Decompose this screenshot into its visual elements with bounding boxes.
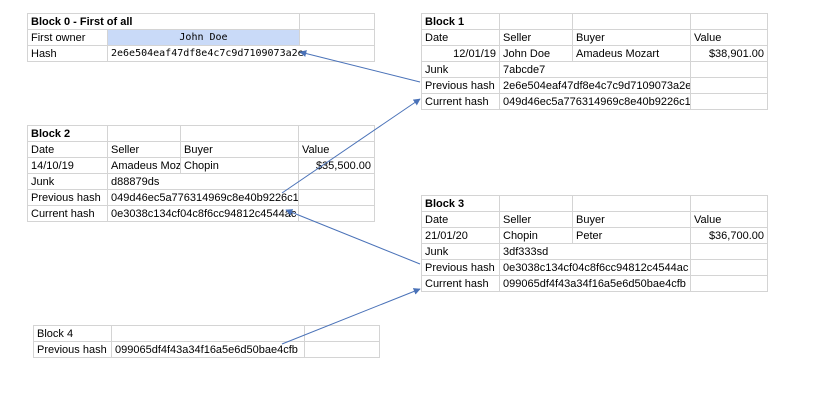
empty-cell[interactable] — [499, 13, 573, 30]
empty-cell[interactable] — [298, 173, 375, 190]
previous-hash-cell[interactable]: 2e6e504eaf47df8e4c7c9d7109073a2e — [499, 77, 691, 94]
current-hash-label[interactable]: Current hash — [421, 275, 500, 292]
empty-cell[interactable] — [690, 243, 768, 260]
empty-cell[interactable] — [304, 325, 380, 342]
previous-hash-label[interactable]: Previous hash — [421, 259, 500, 276]
junk-label[interactable]: Junk — [421, 61, 500, 78]
value-cell[interactable]: $35,500.00 — [298, 157, 375, 174]
empty-cell[interactable] — [111, 325, 305, 342]
header-buyer[interactable]: Buyer — [572, 29, 691, 46]
block-1-title[interactable]: Block 1 — [421, 13, 500, 30]
header-seller[interactable]: Seller — [499, 211, 573, 228]
buyer-cell[interactable]: Amadeus Mozart — [572, 45, 691, 62]
header-seller[interactable]: Seller — [499, 29, 573, 46]
empty-cell[interactable] — [690, 195, 768, 212]
block-2-title[interactable]: Block 2 — [27, 125, 108, 142]
empty-cell[interactable] — [180, 125, 299, 142]
date-cell[interactable]: 21/01/20 — [421, 227, 500, 244]
header-value[interactable]: Value — [690, 29, 768, 46]
junk-value-cell[interactable]: d88879ds — [107, 173, 299, 190]
empty-cell[interactable] — [690, 61, 768, 78]
junk-label[interactable]: Junk — [27, 173, 108, 190]
empty-cell[interactable] — [299, 13, 375, 30]
current-hash-label[interactable]: Current hash — [421, 93, 500, 110]
header-value[interactable]: Value — [298, 141, 375, 158]
junk-value-cell[interactable]: 7abcde7 — [499, 61, 691, 78]
empty-cell[interactable] — [298, 125, 375, 142]
previous-hash-cell[interactable]: 0e3038c134cf04c8f6cc94812c4544ac — [499, 259, 691, 276]
block-4-title[interactable]: Block 4 — [33, 325, 112, 342]
seller-cell[interactable]: Amadeus Mozart — [107, 157, 181, 174]
header-date[interactable]: Date — [421, 211, 500, 228]
current-hash-cell[interactable]: 0e3038c134cf04c8f6cc94812c4544ac — [107, 205, 299, 222]
hash-label[interactable]: Hash — [27, 45, 108, 62]
empty-cell[interactable] — [690, 259, 768, 276]
block-1-table: Block 1 Date Seller Buyer Value 12/01/19… — [421, 13, 768, 110]
empty-cell[interactable] — [572, 13, 691, 30]
seller-cell[interactable]: Chopin — [499, 227, 573, 244]
value-cell[interactable]: $36,700.00 — [690, 227, 768, 244]
date-cell[interactable]: 14/10/19 — [27, 157, 108, 174]
previous-hash-label[interactable]: Previous hash — [421, 77, 500, 94]
block-3-table: Block 3 Date Seller Buyer Value 21/01/20… — [421, 195, 768, 292]
block-3-title[interactable]: Block 3 — [421, 195, 500, 212]
current-hash-label[interactable]: Current hash — [27, 205, 108, 222]
header-value[interactable]: Value — [690, 211, 768, 228]
header-date[interactable]: Date — [27, 141, 108, 158]
current-hash-cell[interactable]: 049d46ec5a776314969c8e40b9226c10 — [499, 93, 691, 110]
empty-cell[interactable] — [107, 125, 181, 142]
empty-cell[interactable] — [298, 189, 375, 206]
junk-label[interactable]: Junk — [421, 243, 500, 260]
header-buyer[interactable]: Buyer — [572, 211, 691, 228]
block-0-title[interactable]: Block 0 - First of all — [27, 13, 300, 30]
buyer-cell[interactable]: Peter — [572, 227, 691, 244]
block-4-table: Block 4 Previous hash 099065df4f43a34f16… — [33, 325, 380, 358]
value-cell[interactable]: $38,901.00 — [690, 45, 768, 62]
empty-cell[interactable] — [690, 275, 768, 292]
first-owner-value-cell[interactable]: John Doe — [107, 29, 300, 46]
previous-hash-label[interactable]: Previous hash — [27, 189, 108, 206]
current-hash-cell[interactable]: 099065df4f43a34f16a5e6d50bae4cfb — [499, 275, 691, 292]
header-seller[interactable]: Seller — [107, 141, 181, 158]
hash-value-cell[interactable]: 2e6e504eaf47df8e4c7c9d7109073a2e — [107, 45, 375, 62]
previous-hash-cell[interactable]: 049d46ec5a776314969c8e40b9226c10 — [107, 189, 299, 206]
previous-hash-cell[interactable]: 099065df4f43a34f16a5e6d50bae4cfb — [111, 341, 305, 358]
header-buyer[interactable]: Buyer — [180, 141, 299, 158]
previous-hash-label[interactable]: Previous hash — [33, 341, 112, 358]
empty-cell[interactable] — [690, 93, 768, 110]
header-date[interactable]: Date — [421, 29, 500, 46]
junk-value-cell[interactable]: 3df333sd — [499, 243, 691, 260]
empty-cell[interactable] — [298, 205, 375, 222]
block-0-table: Block 0 - First of all First owner John … — [27, 13, 375, 62]
date-cell[interactable]: 12/01/19 — [421, 45, 500, 62]
empty-cell[interactable] — [690, 13, 768, 30]
empty-cell[interactable] — [572, 195, 691, 212]
empty-cell[interactable] — [299, 29, 375, 46]
block-2-table: Block 2 Date Seller Buyer Value 14/10/19… — [27, 125, 375, 222]
first-owner-label[interactable]: First owner — [27, 29, 108, 46]
empty-cell[interactable] — [690, 77, 768, 94]
empty-cell[interactable] — [304, 341, 380, 358]
seller-cell[interactable]: John Doe — [499, 45, 573, 62]
empty-cell[interactable] — [499, 195, 573, 212]
buyer-cell[interactable]: Chopin — [180, 157, 299, 174]
